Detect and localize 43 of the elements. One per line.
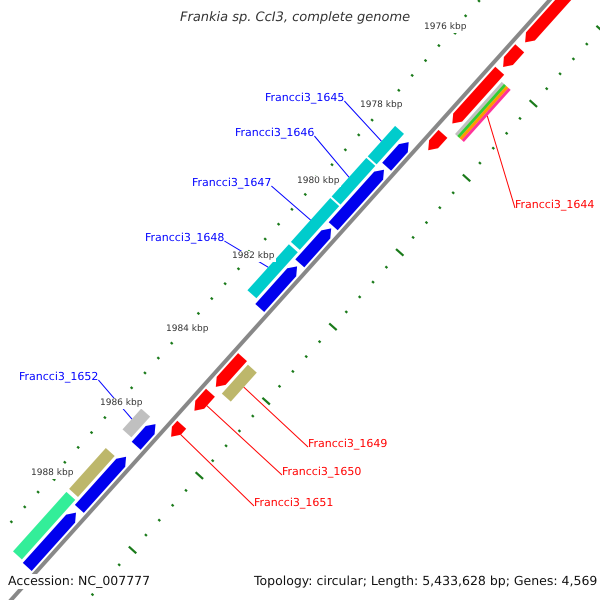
gene-label: Francci3_1645 xyxy=(265,92,344,103)
scale-label: 1982 kbp xyxy=(230,251,276,262)
gene-bar xyxy=(13,492,76,560)
scale-label: 1978 kbp xyxy=(358,100,404,111)
leader-line xyxy=(243,386,308,448)
genome-info-text: Topology: circular; Length: 5,433,628 bp; Genes: 4,569 xyxy=(252,574,600,588)
gene-label: Francci3_1650 xyxy=(282,466,362,477)
gene-feature xyxy=(132,424,156,450)
scale-label: 1988 kbp xyxy=(29,468,76,479)
scale-label: 1986 kbp xyxy=(98,398,144,409)
gene-feature xyxy=(216,353,247,387)
leader-line xyxy=(270,186,312,220)
gene-label: Francci3_1651 xyxy=(254,497,334,508)
leader-line xyxy=(206,405,282,476)
gene-label: Francci3_1652 xyxy=(19,371,98,382)
gene-feature xyxy=(74,456,126,513)
gene-label: Francci3_1647 xyxy=(192,177,272,188)
gene-feature xyxy=(194,388,215,411)
gene-feature xyxy=(503,44,524,67)
scale-label: 1976 kbp xyxy=(422,22,468,33)
gene-feature xyxy=(255,266,298,312)
gene-feature xyxy=(295,228,332,268)
gene-label: Francci3_1644 xyxy=(515,199,594,210)
gene-bar xyxy=(455,82,511,142)
gene-feature xyxy=(428,130,448,150)
gene-bar xyxy=(122,408,150,438)
gene-feature xyxy=(452,66,504,124)
leader-line xyxy=(486,115,516,208)
leader-line xyxy=(344,100,382,142)
gene-bar xyxy=(368,126,404,164)
gene-label: Francci3_1648 xyxy=(145,232,224,243)
leader-line xyxy=(180,434,254,506)
gene-bar xyxy=(222,364,257,402)
gene-feature xyxy=(382,142,409,171)
gene-feature xyxy=(171,420,186,437)
gene-label: Francci3_1649 xyxy=(308,438,388,449)
gene-label: Francci3_1646 xyxy=(235,127,314,138)
scale-label: 1980 kbp xyxy=(295,176,342,187)
gene-feature xyxy=(22,512,76,571)
leader-line xyxy=(314,136,350,178)
scale-label: 1984 kbp xyxy=(164,324,210,335)
title: Frankia sp. CcI3, complete genome xyxy=(180,11,410,24)
gene-bar xyxy=(290,198,340,250)
